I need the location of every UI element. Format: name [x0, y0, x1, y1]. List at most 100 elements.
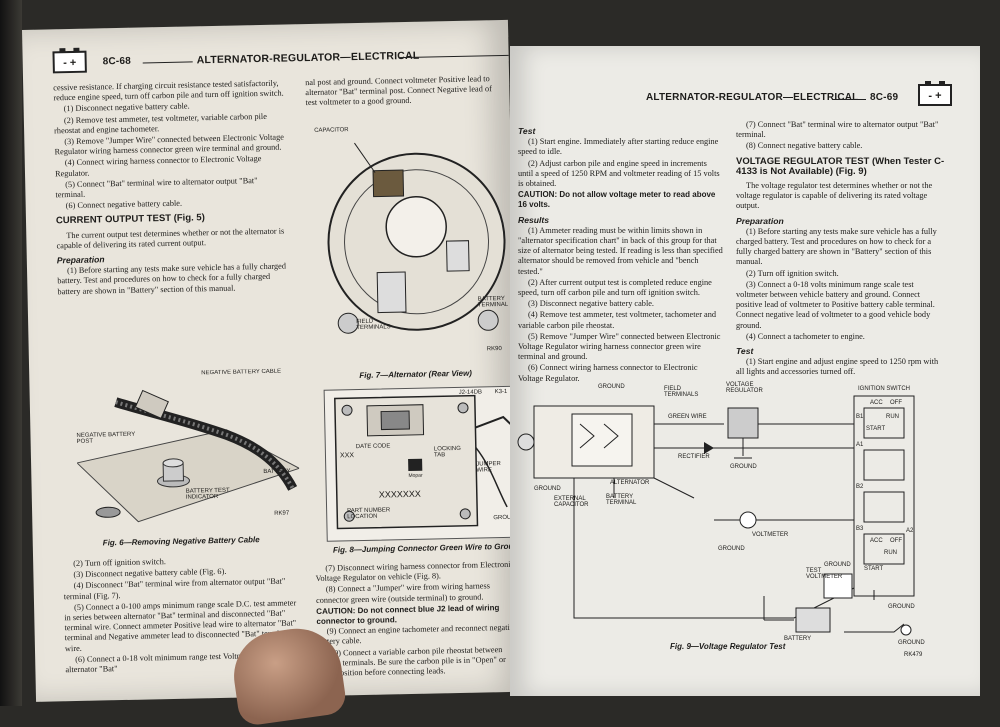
step: (3) Connect a 0-18 volts minimum range s… — [736, 279, 935, 330]
alternator-rear-view-illustration — [327, 142, 506, 334]
step: (7) Disconnect wiring harness connector … — [315, 559, 515, 584]
switch-label: RUN — [886, 414, 899, 420]
step: (1) Start engine and adjust engine speed… — [736, 357, 939, 377]
section-title: CURRENT OUTPUT TEST (Fig. 5) — [55, 212, 205, 227]
step: (10) Connect a variable carbon pile rheo… — [317, 644, 506, 678]
section-title: VOLTAGE REGULATOR TEST (When Tester C-41… — [736, 155, 945, 177]
fig6-label: BATTERY — [263, 468, 291, 476]
figure-6: NEGATIVE BATTERY CABLE NEGATIVE BATTERY … — [75, 368, 301, 531]
fig6-label: BATTERY TEST INDICATOR — [185, 487, 230, 501]
switch-label: ACC — [870, 400, 883, 406]
left-column-2-bottom: (7) Disconnect wiring harness connector … — [315, 560, 521, 680]
fig9-label: RK479 — [904, 652, 923, 658]
fig6-label: NEGATIVE BATTERY POST — [76, 431, 136, 445]
right-column-1: Test (1) Start engine. Immediately after… — [518, 122, 724, 385]
step: (6) Connect wiring harness connector to … — [518, 363, 698, 383]
fig9-label: ALTERNATOR — [610, 480, 650, 486]
binder-edge — [0, 0, 22, 706]
fig9-label: GROUND — [598, 384, 625, 390]
step: (4) Connect a tachometer to engine. — [746, 331, 865, 341]
subsection-title: Results — [518, 214, 550, 225]
mopar-logo: Mopar — [408, 472, 423, 480]
fig8-label: PART NUMBER LOCATION — [347, 507, 391, 521]
header-rule — [142, 61, 193, 64]
battery-symbol-icon: - + — [918, 81, 952, 106]
fig9-label: RECTIFIER — [678, 454, 710, 460]
switch-label: OFF — [890, 538, 902, 544]
fig6-label: RK97 — [274, 510, 290, 517]
step: (1) Start engine. Immediately after star… — [518, 137, 719, 157]
step: (4) Remove test ammeter, test voltmeter,… — [518, 310, 717, 330]
voltage-regulator-connector-illustration — [334, 394, 515, 530]
step: (2) After current output test is complet… — [518, 277, 712, 298]
fig8-label: LOCKING TAB — [433, 445, 461, 459]
fig8-label: DATE CODE — [355, 443, 391, 451]
fig9-label: GROUND — [888, 604, 915, 610]
left-column-2-top: nal post and ground. Connect voltmeter P… — [305, 74, 506, 110]
fig7-label: FIELD TERMINALS — [356, 318, 391, 332]
fig9-label: GREEN WIRE — [668, 414, 707, 420]
switch-label: RUN — [884, 550, 897, 556]
fig8-label: XXX — [339, 452, 355, 460]
battery-cable-illustration — [76, 389, 301, 523]
battery-symbol-icon: - + — [52, 50, 87, 74]
step: (3) Disconnect negative battery cable. — [528, 299, 655, 309]
page-number: 8C-68 — [102, 55, 132, 68]
subsection-title: Test — [736, 346, 754, 357]
step: (8) Connect a "Jumper" wire from wiring … — [315, 581, 490, 605]
fig9-label: VOLTMETER — [752, 532, 789, 538]
fig9-label: GROUND — [730, 464, 757, 470]
left-column-1: cessive resistance. If charging circuit … — [53, 79, 289, 299]
step: (1) Before starting any tests make sure … — [736, 226, 937, 267]
page-number: 8C-69 — [870, 92, 899, 103]
switch-label: A1 — [856, 442, 864, 448]
fig9-label: EXTERNAL CAPACITOR — [554, 496, 589, 508]
voltage-regulator-test-schematic — [517, 395, 915, 636]
fig8-label: JUMPER WIRE — [476, 461, 501, 474]
step: (1) Ammeter reading must be within limit… — [518, 225, 723, 276]
step: (1) Before starting any tests make sure … — [57, 261, 287, 296]
figure-8: J2-14DB K3-1 DATE CODE LOCKING TAB JUMPE… — [323, 385, 521, 542]
step: (2) Adjust carbon pile and engine speed … — [518, 158, 720, 189]
step: (5) Remove "Jumper Wire" connected betwe… — [518, 331, 721, 362]
fig9-label: GROUND — [718, 546, 745, 552]
section-intro: The current output test determines wheth… — [56, 226, 285, 251]
switch-label: B3 — [856, 526, 864, 532]
step: (2) Turn off ignition switch. — [746, 268, 839, 278]
header-rule — [832, 99, 866, 100]
fig9-label: GROUND — [898, 640, 925, 646]
switch-label: OFF — [890, 400, 902, 406]
step: (8) Connect negative battery cable. — [746, 141, 863, 151]
caution-note: CAUTION: Do not allow voltage meter to r… — [518, 190, 716, 210]
switch-label: A2 — [906, 528, 914, 534]
figure-9-wiring-diagram: GROUND FIELD TERMINALS VOLTAGE REGULATOR… — [514, 378, 944, 674]
fig7-label: BATTERY TERMINAL — [477, 295, 509, 309]
subsection-title: Preparation — [736, 215, 784, 226]
fig9-label: GROUND — [534, 486, 561, 492]
fig9-label: VOLTAGE REGULATOR — [726, 382, 763, 394]
header-title: ALTERNATOR-REGULATOR—ELECTRICAL — [646, 92, 859, 103]
fig8-label: J2-14DB — [458, 389, 483, 396]
subsection-title: Test — [518, 126, 536, 136]
fig8-label: K3-1 — [494, 388, 508, 396]
fig7-caption: Fig. 7—Alternator (Rear View) — [359, 368, 473, 381]
switch-label: ACC — [870, 538, 883, 544]
step: (9) Connect an engine tachometer and rec… — [316, 622, 518, 647]
left-page: - + 8C-68 ALTERNATOR-REGULATOR—ELECTRICA… — [22, 19, 522, 702]
fig9-label: FIELD TERMINALS — [664, 386, 699, 398]
header-title: ALTERNATOR-REGULATOR—ELECTRICAL — [196, 49, 420, 67]
fig7-label: CAPACITOR — [314, 127, 349, 134]
fig9-caption: Fig. 9—Voltage Regulator Test — [670, 642, 786, 651]
fig9-label: TEST VOLTMETER — [806, 568, 843, 580]
fig9-label: GROUND — [824, 562, 851, 568]
figure-7: CAPACITOR FIELD TERMINALS BATTERY TERMIN… — [314, 120, 511, 364]
fig8-label: XXXXXXX — [378, 488, 421, 500]
switch-label: B1 — [856, 414, 864, 420]
switch-label: START — [866, 426, 886, 432]
fig9-label: BATTERY — [784, 636, 812, 642]
switch-label: START — [864, 566, 884, 572]
switch-label: B2 — [856, 484, 864, 490]
fig8-caption: Fig. 8—Jumping Connector Green Wire to G… — [332, 541, 522, 555]
fig6-caption: Fig. 6—Removing Negative Battery Cable — [102, 535, 260, 548]
fig9-label: BATTERY TERMINAL — [606, 494, 637, 506]
